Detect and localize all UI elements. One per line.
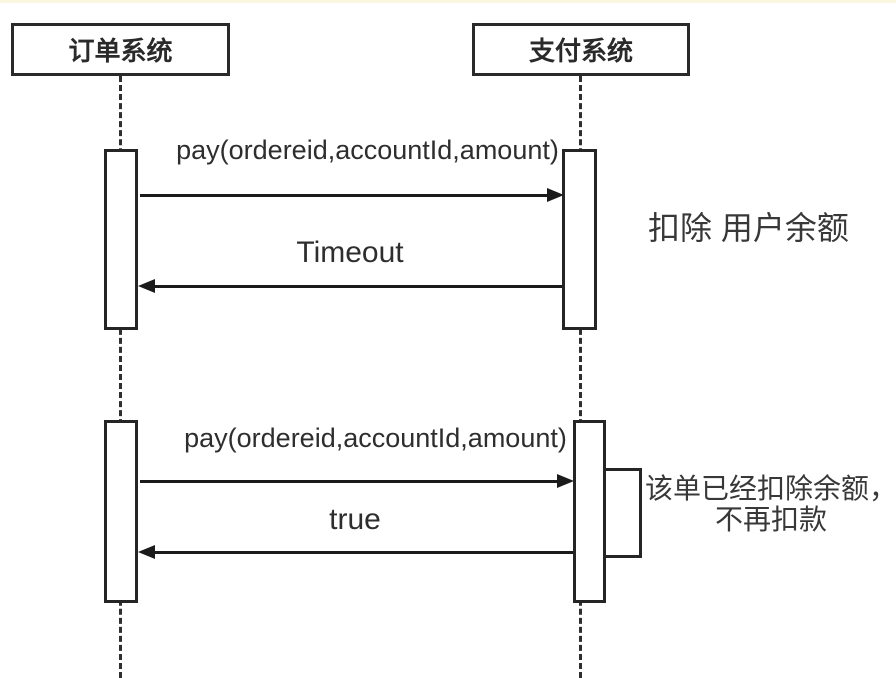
- arrowhead-right-icon: [557, 474, 574, 488]
- activation-bar-payment-1: [562, 149, 597, 330]
- lifeline-payment-system: [579, 76, 582, 678]
- note-line-1: 该单已经扣除余额，: [645, 473, 896, 504]
- message-label-timeout: Timeout: [296, 236, 404, 269]
- message-arrow-timeout: [154, 285, 562, 288]
- activation-bar-payment-2: [573, 420, 606, 603]
- activation-bar-order-1: [104, 149, 138, 330]
- arrowhead-left-icon: [138, 545, 155, 559]
- message-label-pay-1: pay(ordereid,accountId,amount): [176, 135, 559, 165]
- actor-box-payment-system: 支付系统: [472, 23, 690, 76]
- activation-bar-order-2: [104, 420, 138, 603]
- message-arrow-true: [154, 551, 573, 554]
- message-arrow-pay-2: [140, 480, 558, 483]
- actor-label-payment-system: 支付系统: [528, 36, 633, 66]
- lifeline-order-system: [119, 76, 122, 678]
- actor-box-order-system: 订单系统: [11, 23, 230, 76]
- arrowhead-right-icon: [547, 188, 564, 202]
- note-already-deducted: 该单已经扣除余额， 不再扣款: [645, 473, 896, 535]
- message-label-pay-2: pay(ordereid,accountId,amount): [184, 423, 567, 453]
- page-top-edge-strip: [0, 0, 896, 3]
- message-label-true: true: [329, 503, 381, 536]
- message-arrow-pay-1: [140, 194, 550, 197]
- arrowhead-left-icon: [138, 279, 155, 293]
- note-line-2: 不再扣款: [714, 504, 827, 535]
- actor-label-order-system: 订单系统: [68, 36, 173, 66]
- note-deduct-balance: 扣除 用户余额: [648, 210, 849, 246]
